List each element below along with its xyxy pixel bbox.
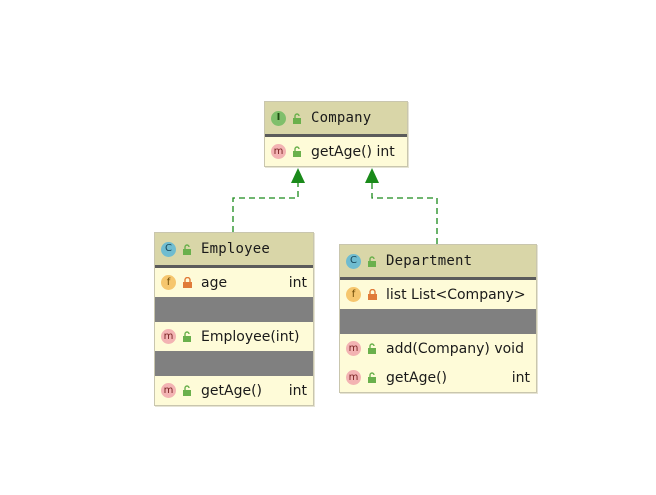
- method-kind-icon: m: [161, 383, 176, 398]
- method-kind-icon: m: [346, 341, 361, 356]
- public-visibility-icon: [367, 343, 378, 354]
- department-method-getage[interactable]: m getAge() int: [340, 363, 536, 392]
- department-header: C Department: [340, 245, 536, 280]
- section-separator: [340, 309, 536, 334]
- class-kind-icon: C: [161, 241, 176, 257]
- employee-implements-arrowhead: [291, 168, 305, 183]
- department-implements-arrowhead: [365, 168, 379, 183]
- public-visibility-icon: [182, 331, 193, 342]
- company-method-getage[interactable]: m getAge() int: [265, 137, 407, 166]
- field-name: list List<Company>: [386, 286, 526, 303]
- employee-header: C Employee: [155, 233, 313, 268]
- method-signature: getAge() int: [311, 143, 395, 160]
- department-implements-line: [371, 183, 438, 244]
- employee-title: Employee: [201, 241, 271, 257]
- employee-class-node[interactable]: C Employee f age int m Employee(int) m g…: [154, 232, 314, 406]
- method-kind-icon: m: [346, 370, 361, 385]
- employee-implements-line: [232, 183, 299, 232]
- method-signature: getAge(): [201, 382, 262, 399]
- section-separator: [155, 297, 313, 322]
- method-kind-icon: m: [161, 329, 176, 344]
- public-visibility-icon: [182, 385, 193, 396]
- employee-method-getage[interactable]: m getAge() int: [155, 376, 313, 405]
- field-kind-icon: f: [346, 287, 361, 302]
- department-method-add[interactable]: m add(Company) void: [340, 334, 536, 363]
- public-visibility-icon: [292, 146, 303, 157]
- field-name: age: [201, 274, 228, 291]
- public-visibility-icon: [367, 255, 378, 267]
- employee-constructor[interactable]: m Employee(int): [155, 322, 313, 351]
- method-return-type: int: [288, 382, 307, 399]
- private-visibility-icon: [367, 289, 378, 300]
- company-interface-node[interactable]: I Company m getAge() int: [264, 101, 408, 167]
- method-signature: add(Company) void: [386, 340, 524, 357]
- section-separator: [155, 351, 313, 376]
- constructor-signature: Employee(int): [201, 328, 300, 345]
- department-title: Department: [386, 253, 473, 269]
- field-kind-icon: f: [161, 275, 176, 290]
- employee-field-age[interactable]: f age int: [155, 268, 313, 297]
- method-return-type: int: [511, 369, 530, 386]
- method-signature: getAge(): [386, 369, 447, 386]
- department-class-node[interactable]: C Department f list List<Company> m add(…: [339, 244, 537, 393]
- field-type: int: [288, 274, 307, 291]
- private-visibility-icon: [182, 277, 193, 288]
- method-kind-icon: m: [271, 144, 286, 159]
- company-title: Company: [311, 110, 372, 126]
- public-visibility-icon: [182, 243, 193, 255]
- class-kind-icon: C: [346, 253, 361, 269]
- public-visibility-icon: [367, 372, 378, 383]
- public-visibility-icon: [292, 112, 303, 124]
- company-header: I Company: [265, 102, 407, 137]
- interface-kind-icon: I: [271, 110, 286, 126]
- department-field-list[interactable]: f list List<Company>: [340, 280, 536, 309]
